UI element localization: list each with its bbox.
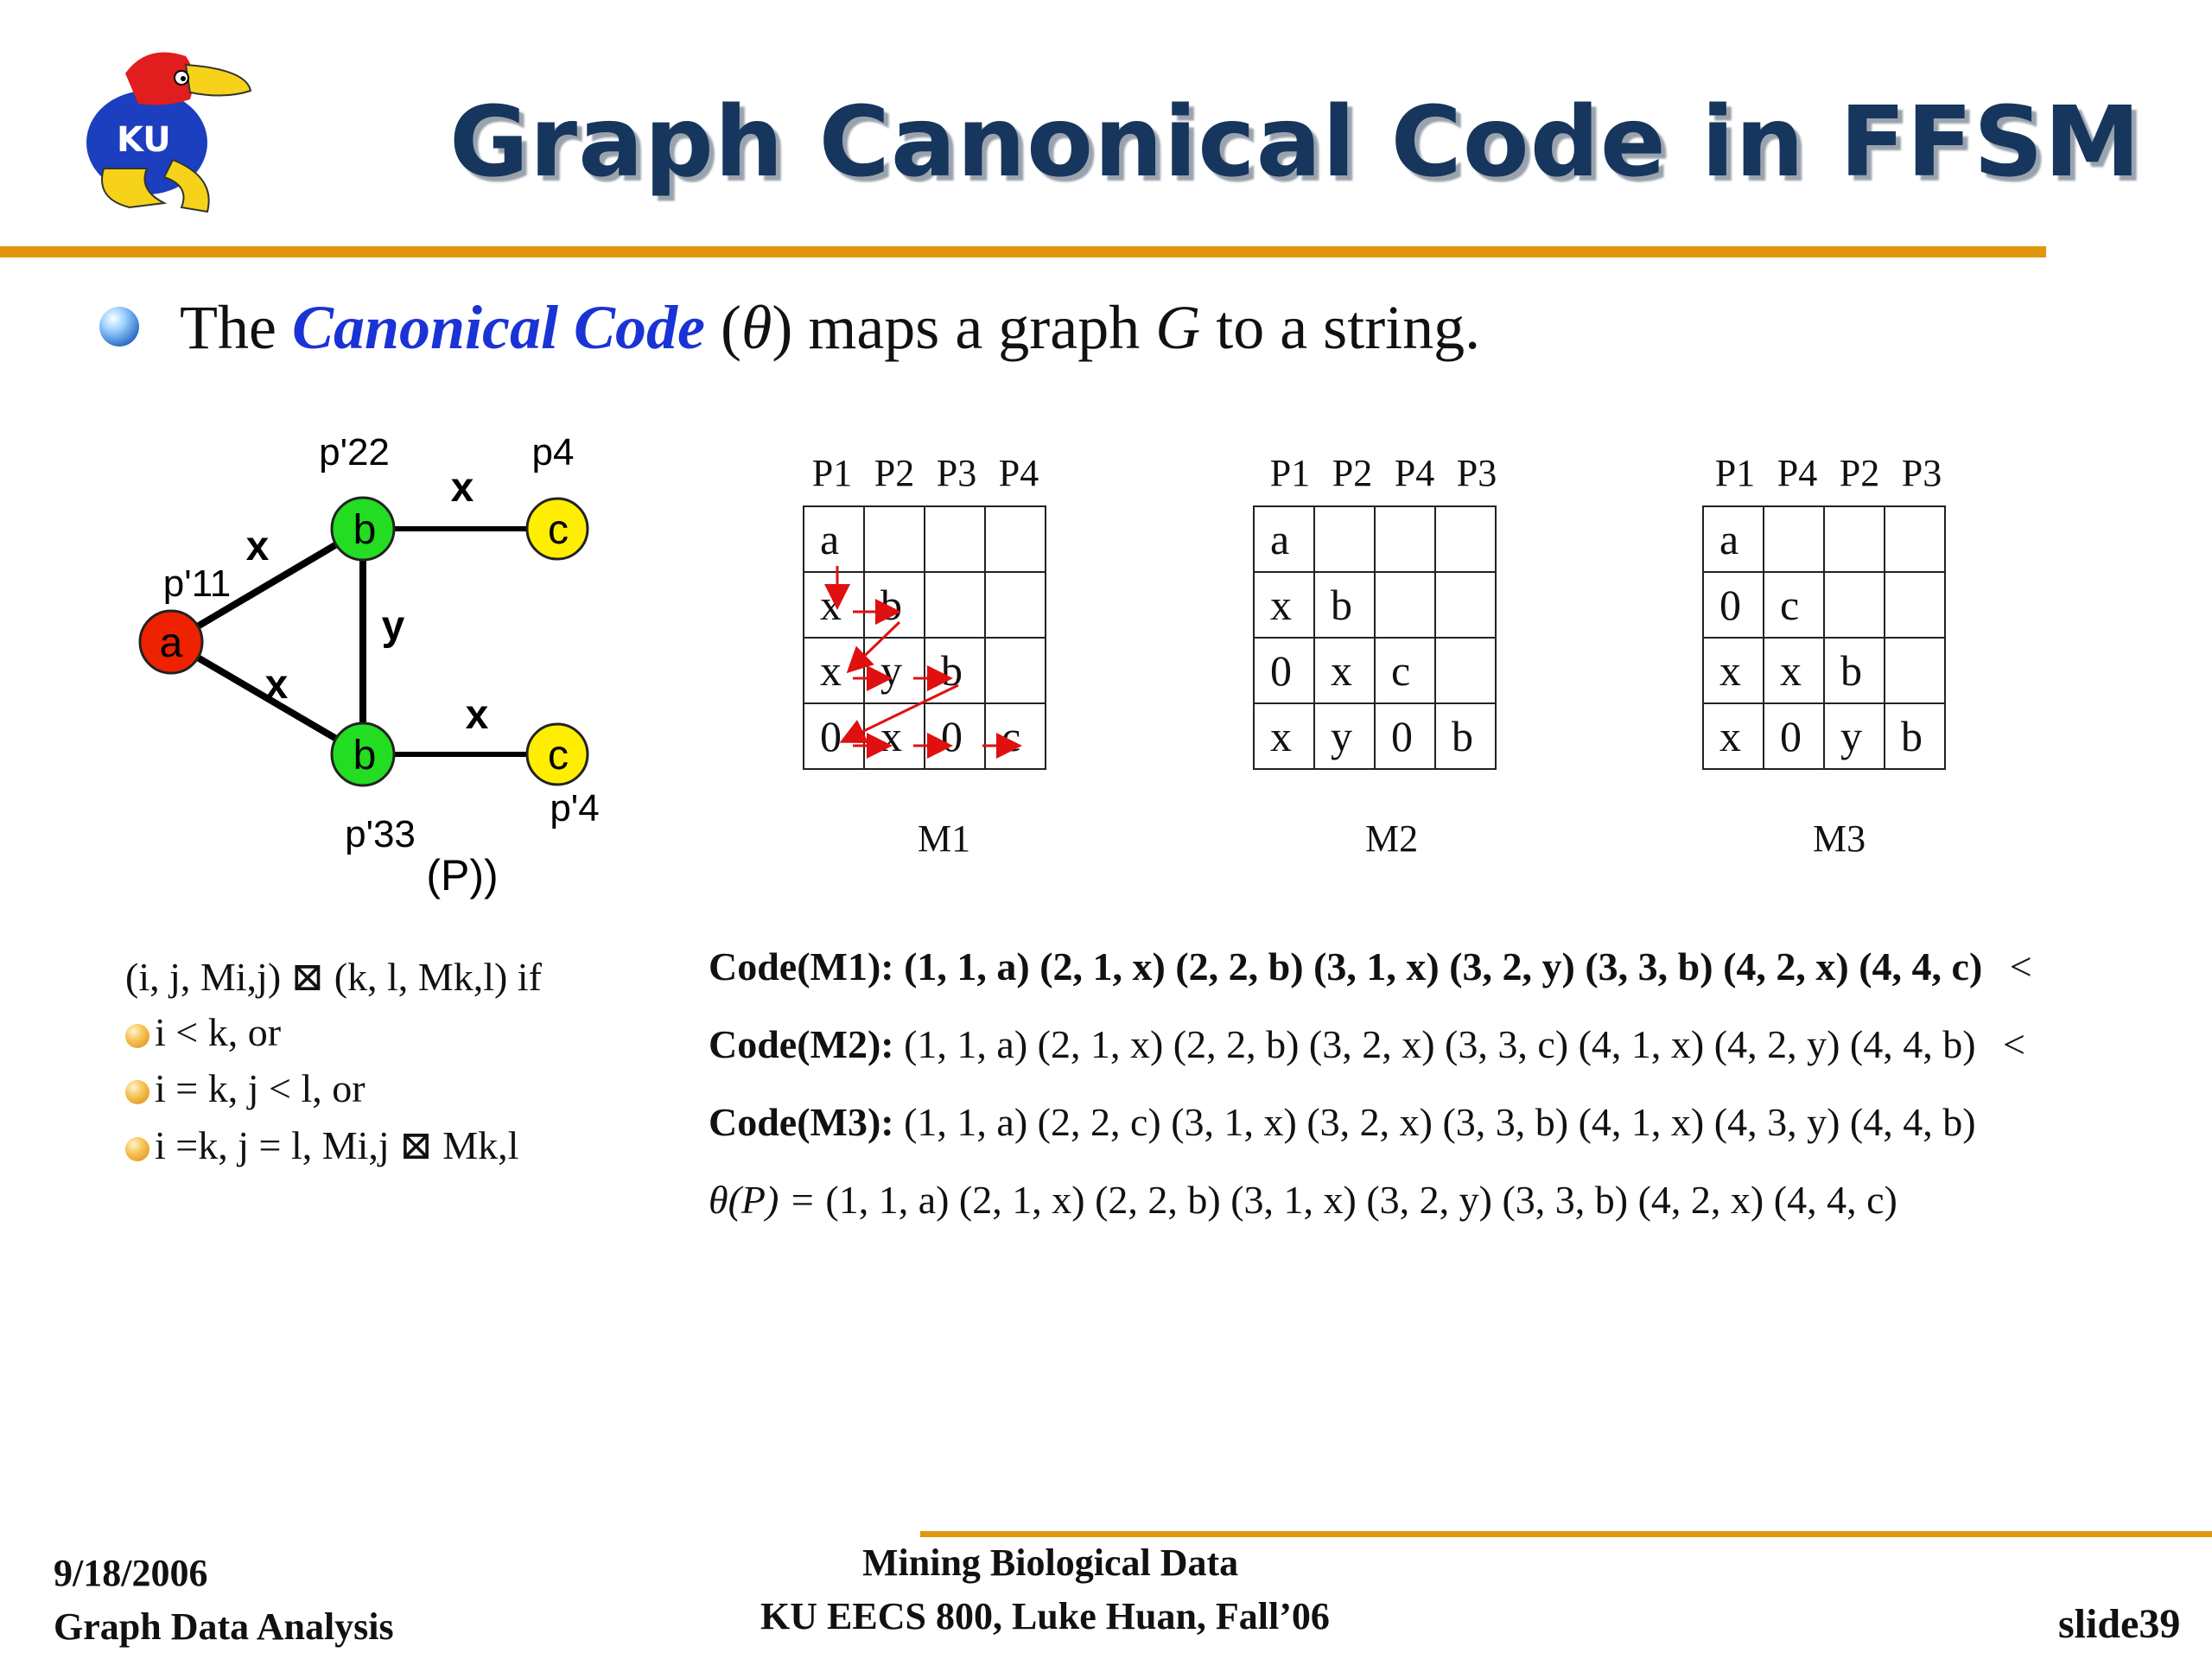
node-c1-label: c xyxy=(548,507,569,553)
vertex-name: p'33 xyxy=(345,813,416,855)
matrix-label: M1 xyxy=(918,817,971,860)
node-c2 xyxy=(525,722,589,786)
code-m2: Code(M2): (1, 1, a) (2, 1, x) (2, 2, b) … xyxy=(709,1022,2025,1066)
edge-label: y xyxy=(382,603,405,649)
footer-date: 9/18/2006 xyxy=(54,1552,208,1594)
canonical-code-term: Canonical Code xyxy=(291,293,705,362)
node-b1-label: b xyxy=(353,507,377,553)
bullet-icon xyxy=(99,307,139,346)
code-m3: Code(M3): (1, 1, a) (2, 2, c) (3, 1, x) … xyxy=(709,1100,1976,1144)
matrix-label: M2 xyxy=(1365,817,1419,860)
ku-jayhawk-logo: KU xyxy=(86,52,252,213)
canonical-code-result: θ(P) = (1, 1, a) (2, 1, x) (2, 2, b) (3,… xyxy=(709,1178,1897,1222)
edge-label: x xyxy=(265,662,289,708)
slide-title: Graph Canonical Code in FFSM xyxy=(449,86,2142,199)
vertex-name: p'4 xyxy=(550,787,599,830)
scan-order-arrows xyxy=(824,566,1022,759)
footer-course-info: KU EECS 800, Luke Huan, Fall’06 xyxy=(760,1595,1330,1637)
node-b1 xyxy=(330,496,396,562)
node-b2-label: b xyxy=(353,733,377,779)
code-m1: Code(M1): (1, 1, a) (2, 1, x) (2, 2, b) … xyxy=(709,944,2032,988)
node-c2-label: c xyxy=(548,733,569,779)
edge-label: x xyxy=(246,524,270,569)
intro-sentence: The Canonical Code (θ) maps a graph G to… xyxy=(180,293,1481,362)
node-b2 xyxy=(330,721,396,787)
ordering-rule: i =k, j = l, Mi,j ⊠ Mk,l xyxy=(125,1122,518,1168)
node-a xyxy=(138,609,204,675)
footer-topic: Graph Data Analysis xyxy=(54,1605,394,1648)
graph-caption: (P)) xyxy=(426,851,498,899)
node-c1 xyxy=(525,497,589,561)
node-a-label: a xyxy=(160,620,183,666)
vertex-name: p4 xyxy=(532,431,575,474)
slide-number: slide39 xyxy=(2058,1601,2181,1647)
footer-divider xyxy=(920,1531,2212,1537)
graph-p: a b b c c x x x y x p'11 p'22 p4 p'33 p'… xyxy=(138,431,600,899)
edge-a-b2 xyxy=(168,639,365,758)
footer-course-title: Mining Biological Data xyxy=(862,1541,1239,1584)
title-divider xyxy=(0,246,2046,257)
ordering-rule: i < k, or xyxy=(125,1009,281,1055)
bullet-icon xyxy=(125,1024,149,1049)
vertex-name: p'22 xyxy=(319,431,390,474)
ordering-header: (i, j, Mi,j) ⊠ (k, l, Mk,l) if xyxy=(125,955,542,999)
edge-a-b1 xyxy=(168,525,365,645)
bullet-icon xyxy=(125,1080,149,1105)
ordering-rule: i = k, j < l, or xyxy=(125,1065,365,1111)
vertex-name: p'11 xyxy=(163,563,232,605)
edge-label: x xyxy=(466,692,489,738)
edge-label: x xyxy=(451,465,474,511)
bullet-icon xyxy=(125,1137,149,1162)
matrix-label: M3 xyxy=(1813,817,1866,860)
svg-text:KU: KU xyxy=(117,120,171,160)
